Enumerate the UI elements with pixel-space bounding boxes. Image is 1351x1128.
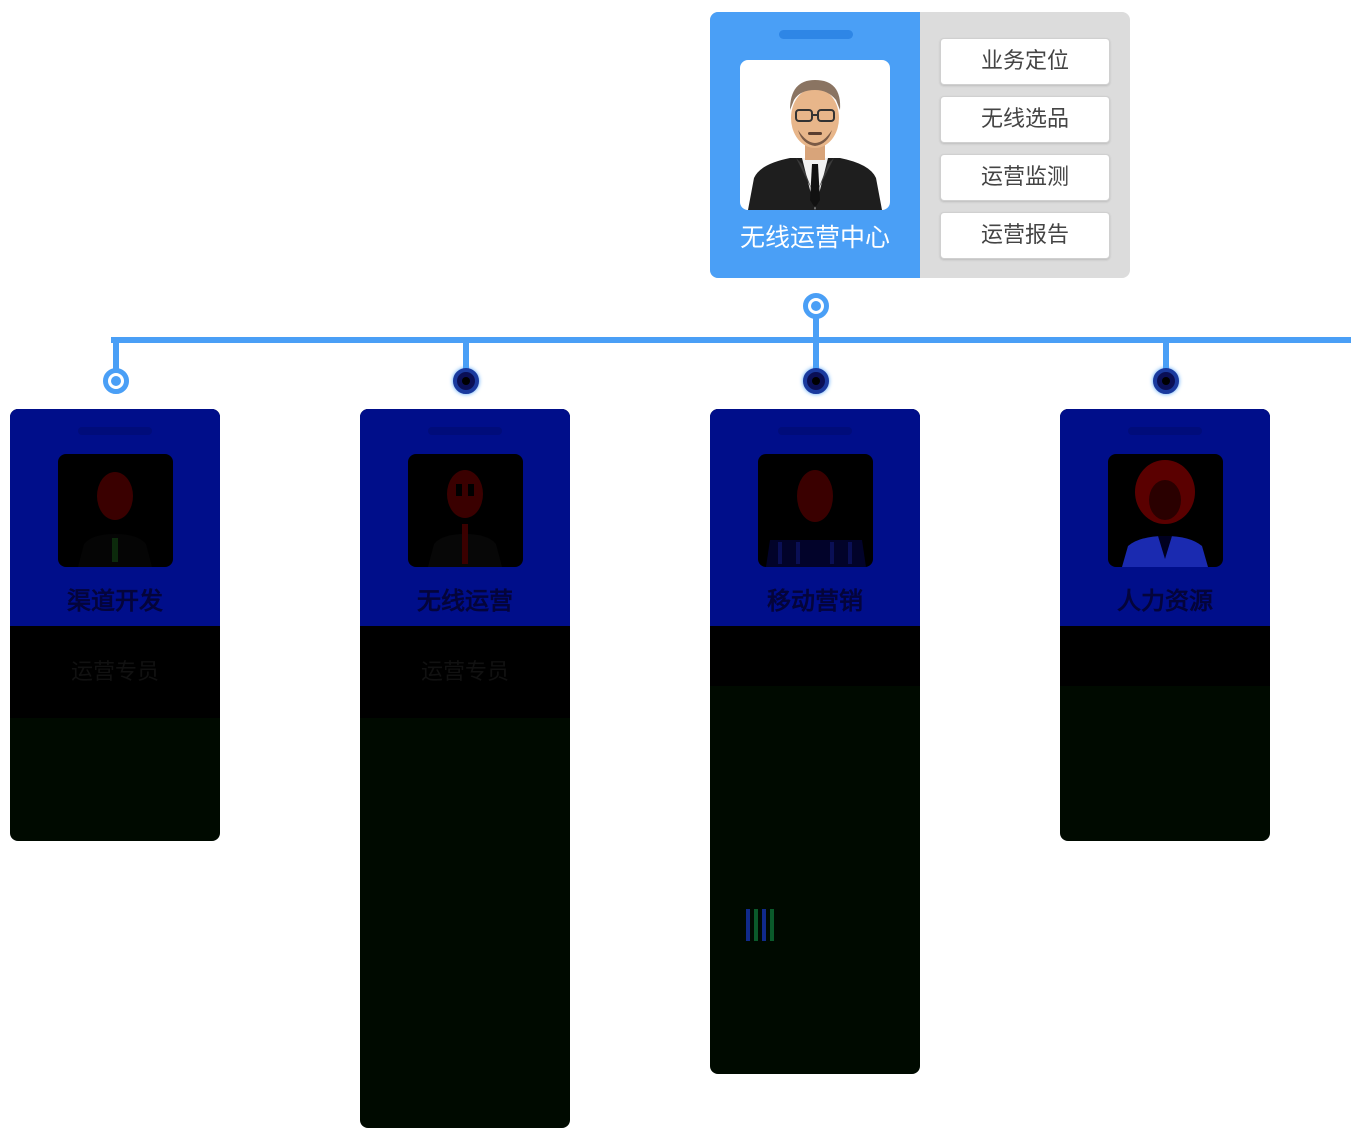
dept-title: 移动营销 [767, 587, 863, 615]
connector-stem [813, 318, 819, 342]
dept-card-4[interactable]: 人力资源 [1060, 409, 1270, 841]
decor-stripe [770, 909, 774, 941]
person-portrait-icon [1122, 460, 1208, 567]
dept-role-band: 运营专员 [360, 626, 570, 718]
dept-card-header: 渠道开发 [10, 409, 220, 626]
center-card-profile: 无线运营中心 [710, 12, 920, 278]
card-handle [778, 427, 852, 435]
card-handle [428, 427, 502, 435]
center-node[interactable] [803, 293, 829, 319]
connector-branch [113, 340, 119, 370]
dept-role-band [710, 626, 920, 686]
dept-card-header: 人力资源 [1060, 409, 1270, 626]
center-title: 无线运营中心 [739, 223, 890, 252]
dept-card-header: 无线运营 [360, 409, 570, 626]
connector-branch [463, 340, 469, 370]
decor-stripe [746, 909, 750, 941]
dept-avatar [1108, 454, 1223, 567]
connector-horizontal [111, 337, 1351, 343]
dept-card-2[interactable]: 无线运营 运营专员 [360, 409, 570, 1128]
dept-node-1[interactable] [103, 368, 129, 394]
dept-title: 渠道开发 [67, 587, 163, 615]
decor-stripe [754, 909, 758, 941]
menu-button-business-positioning[interactable]: 业务定位 [940, 38, 1110, 85]
dept-role-label: 运营专员 [70, 660, 159, 685]
dept-role-label: 运营专员 [420, 660, 509, 685]
dept-avatar [408, 454, 523, 567]
dept-card-header: 移动营销 [710, 409, 920, 626]
person-portrait-icon [428, 470, 502, 567]
menu-button-wireless-selection[interactable]: 无线选品 [940, 96, 1110, 143]
dept-avatar [58, 454, 173, 567]
dept-title: 无线运营 [417, 587, 513, 615]
dept-card-3[interactable]: 移动营销 [710, 409, 920, 1074]
dept-node-4[interactable] [1153, 368, 1179, 394]
dept-card-1[interactable]: 渠道开发 运营专员 [10, 409, 220, 841]
person-portrait-icon [78, 472, 152, 567]
manager-portrait-icon [748, 80, 882, 210]
decor-stripe [762, 909, 766, 941]
card-handle [78, 427, 152, 435]
dept-node-3[interactable] [803, 368, 829, 394]
dept-role-band: 运营专员 [10, 626, 220, 718]
person-portrait-icon [766, 470, 866, 567]
manager-avatar [740, 60, 890, 210]
dept-title: 人力资源 [1117, 587, 1213, 615]
center-card: 无线运营中心 业务定位 无线选品 运营监测 运营报告 [710, 12, 1130, 278]
menu-button-operation-report[interactable]: 运营报告 [940, 212, 1110, 259]
dept-role-band [1060, 626, 1270, 686]
dept-avatar [758, 454, 873, 567]
card-handle [779, 30, 853, 39]
card-handle [1128, 427, 1202, 435]
menu-button-operation-monitoring[interactable]: 运营监测 [940, 154, 1110, 201]
dept-node-2[interactable] [453, 368, 479, 394]
connector-branch [1163, 340, 1169, 370]
connector-branch [813, 340, 819, 370]
